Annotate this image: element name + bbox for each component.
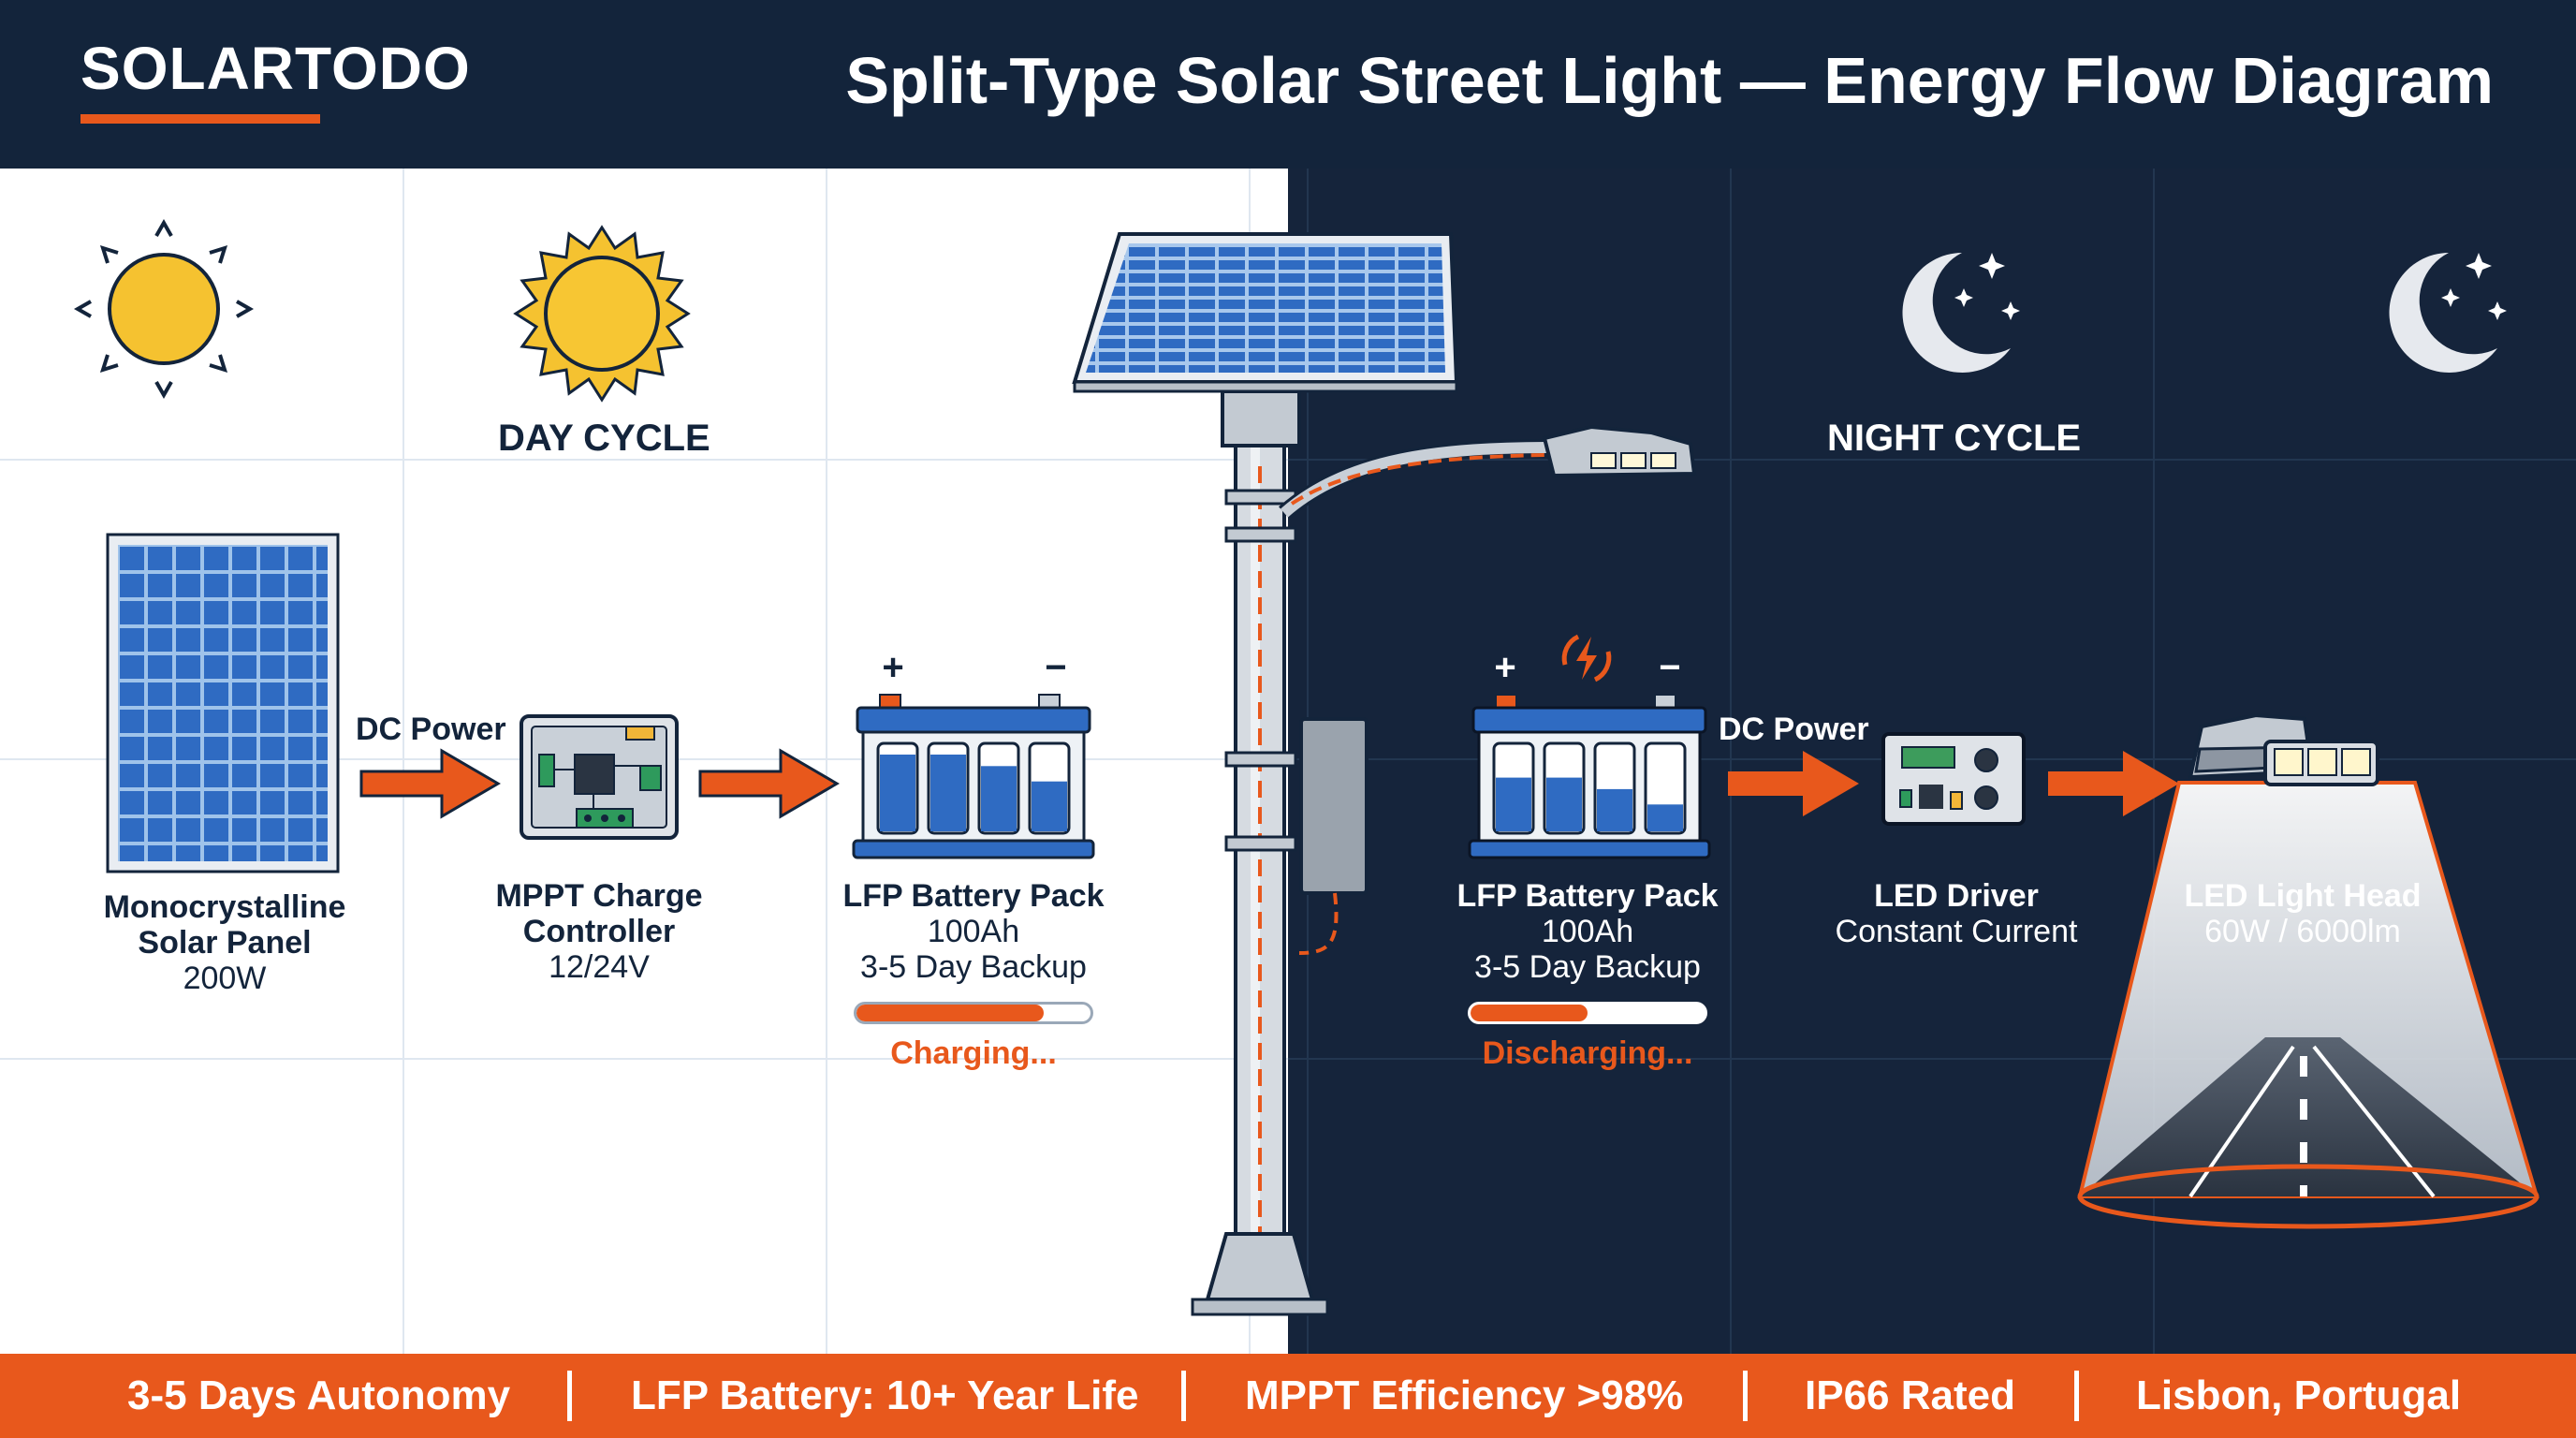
moon-icon — [1902, 253, 2020, 373]
footer-item-autonomy: 3-5 Days Autonomy — [127, 1372, 511, 1418]
lightning-icon — [1561, 634, 1612, 682]
charge-progress-fill — [856, 1005, 1044, 1021]
battery-minus-terminal: − — [1045, 647, 1067, 688]
moon-icon — [2389, 253, 2507, 373]
arrow-right-icon — [698, 748, 840, 819]
battery-cell-fill — [1597, 788, 1632, 831]
battery-cell-fill — [1496, 777, 1531, 831]
footer-separator — [1743, 1371, 1748, 1421]
battery-night-label: LFP Battery Pack 100Ah 3-5 Day Backup — [1456, 878, 1719, 985]
footer-separator — [2074, 1371, 2079, 1421]
led-driver-label: LED Driver Constant Current — [1835, 878, 2078, 949]
arrow-right-icon — [2048, 751, 2179, 816]
footer-item-location: Lisbon, Portugal — [2136, 1372, 2462, 1418]
battery-cell-fill — [1032, 781, 1067, 831]
charge-progress-bar — [854, 1002, 1093, 1024]
charging-status: Charging... — [890, 1035, 1057, 1071]
charge-controller-label: MPPT Charge Controller 12/24V — [495, 878, 703, 985]
battery-cell-fill — [1647, 804, 1683, 831]
footer-bar: 3-5 Days Autonomy LFP Battery: 10+ Year … — [0, 1354, 2576, 1438]
battery-cell-fill — [1546, 777, 1582, 831]
battery-plus-terminal: + — [882, 647, 904, 688]
discharging-status: Discharging... — [1482, 1035, 1693, 1071]
footer-item-battery-life: LFP Battery: 10+ Year Life — [631, 1372, 1139, 1418]
footer-item-ip-rating: IP66 Rated — [1805, 1372, 2015, 1418]
flow-label-dc-power: DC Power — [1719, 712, 1869, 747]
led-light-head-icon — [2077, 712, 2539, 1229]
sun-icon — [73, 218, 255, 400]
footer-separator — [1181, 1371, 1186, 1421]
battery-cell-fill — [930, 755, 966, 831]
charge-controller-icon — [520, 714, 679, 840]
solar-panel-label: Monocrystalline Solar Panel 200W — [103, 889, 346, 996]
battery-plus-terminal: + — [1494, 647, 1516, 688]
header: SOLARTODO Split-Type Solar Street Light … — [0, 0, 2576, 169]
discharge-progress-bar — [1468, 1002, 1707, 1024]
led-light-head-label: LED Light Head 60W / 6000lm — [2184, 878, 2422, 949]
footer-separator — [567, 1371, 572, 1421]
discharge-progress-fill — [1471, 1005, 1588, 1021]
solar-panel-icon — [106, 533, 340, 873]
battery-day-label: LFP Battery Pack 100Ah 3-5 Day Backup — [842, 878, 1105, 985]
brand-logo: SOLARTODO — [80, 35, 471, 102]
sun-icon — [513, 225, 691, 403]
brand-underline — [80, 114, 320, 124]
day-cycle-label: DAY CYCLE — [498, 418, 710, 459]
battery-cell-fill — [981, 766, 1017, 831]
night-cycle-label: NIGHT CYCLE — [1827, 418, 2082, 459]
battery-discharging-icon — [1468, 694, 1711, 859]
arrow-right-icon — [1728, 751, 1859, 816]
page-title: Split-Type Solar Street Light — Energy F… — [845, 44, 2494, 117]
flow-label-dc-power: DC Power — [356, 712, 506, 747]
battery-minus-terminal: − — [1659, 647, 1681, 688]
street-light-pole — [1072, 232, 1697, 1316]
battery-cell-fill — [880, 755, 915, 831]
arrow-right-icon — [359, 748, 501, 819]
led-driver-icon — [1881, 732, 2026, 826]
battery-charging-icon — [852, 694, 1095, 859]
footer-item-mppt-efficiency: MPPT Efficiency >98% — [1245, 1372, 1684, 1418]
